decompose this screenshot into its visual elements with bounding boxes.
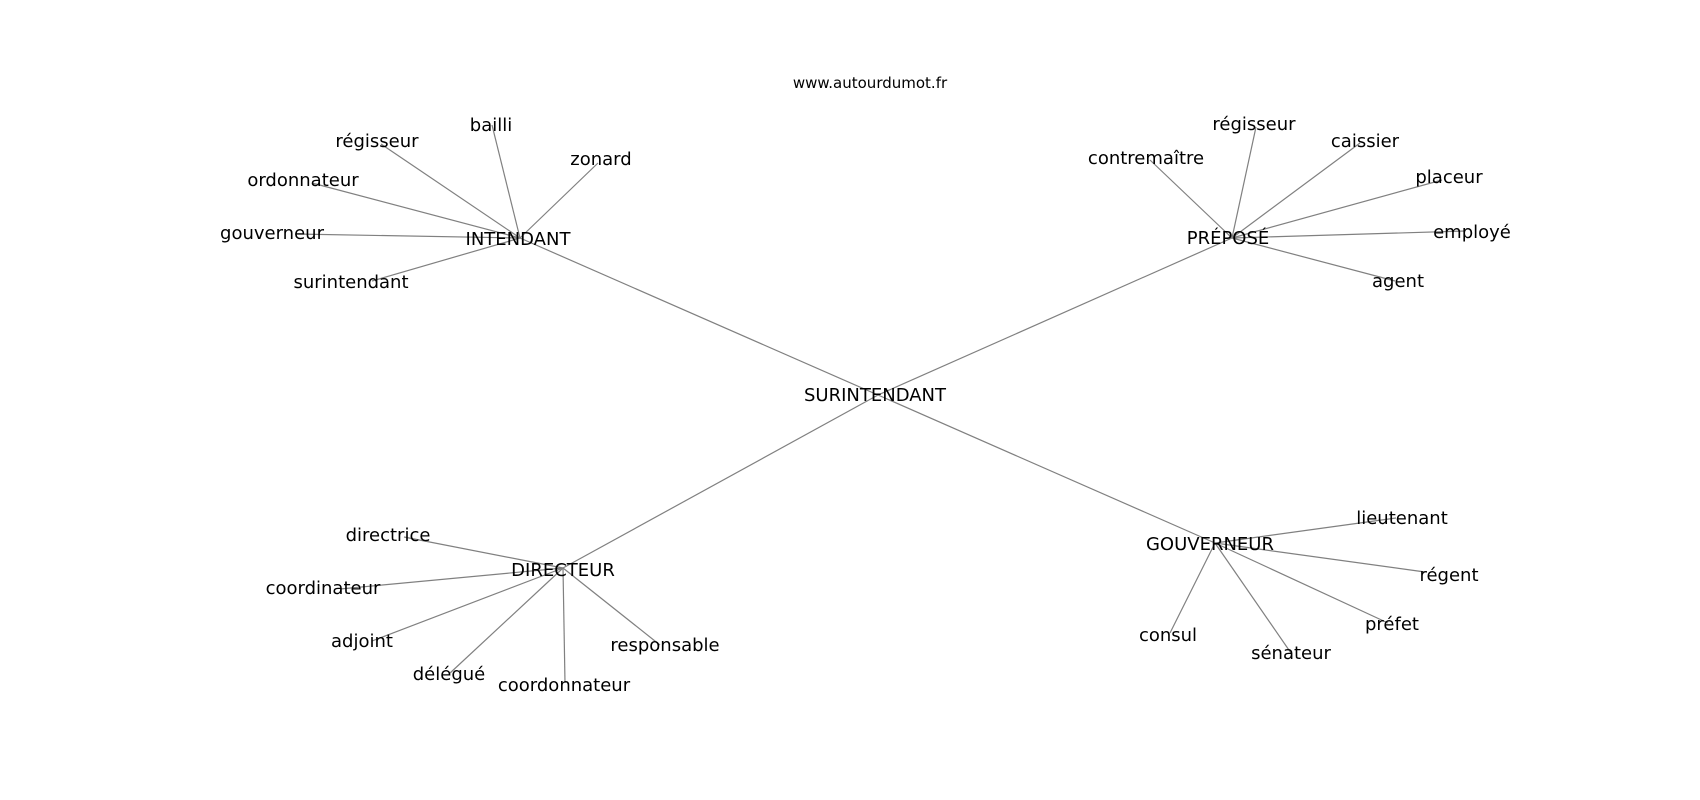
leaf-node: adjoint [331,631,393,652]
leaf-node: régisseur [1212,114,1296,135]
leaf-edge [1231,179,1443,239]
hub-edge [562,394,879,569]
leaf-edge [1214,542,1426,573]
leaf-node: bailli [470,115,512,136]
leaf-edge [519,162,599,239]
leaf-node: préfet [1365,614,1419,635]
hub-edge [519,237,879,396]
leaf-node: responsable [610,635,719,656]
source-label: www.autourdumot.fr [793,74,948,92]
leaf-node: consul [1139,625,1197,646]
leaf-edge [448,567,564,675]
leaf-edge [371,567,564,642]
leaf-node: zonard [570,149,631,170]
leaf-node: coordonnateur [498,675,631,696]
leaf-node: sénateur [1251,643,1331,664]
leaf-node: coordinateur [266,578,381,599]
leaf-node: lieutenant [1356,508,1448,529]
hub-node-intendant: INTENDANT [466,229,572,250]
hub-node-gouverneur: GOUVERNEUR [1146,534,1274,555]
leaf-edge [562,567,661,646]
leaf-node: surintendant [293,272,408,293]
leaf-node: délégué [413,664,485,685]
leaf-edge [1214,542,1292,654]
leaf-edge [1214,517,1397,544]
leaf-edge [491,124,521,239]
leaf-edge [1231,237,1396,282]
leaf-edge [1169,542,1216,634]
leaf-node: contremaître [1088,148,1204,169]
leaf-edge [294,233,521,239]
hub-edge [877,394,1216,544]
center-node: SURINTENDANT [804,385,947,406]
leaf-edge [403,536,564,569]
leaf-edge [1149,159,1233,239]
leaf-edge [371,237,521,282]
leaf-node: ordonnateur [247,170,359,191]
leaf-node: placeur [1415,167,1483,188]
leaf-edge [311,182,521,239]
leaf-edge [339,567,564,590]
leaf-node: agent [1372,271,1424,292]
leaf-edge [1231,230,1466,239]
leaf-node: gouverneur [220,223,325,244]
leaf-edge [1214,542,1389,624]
leaf-edge [1231,126,1257,239]
leaf-node: directrice [346,525,431,546]
hub-edge [877,237,1233,396]
leaf-node: employé [1433,222,1511,243]
leaf-edge [380,143,521,239]
leaf-node: régisseur [335,131,419,152]
leaf-node: régent [1419,565,1478,586]
leaf-node: caissier [1331,131,1400,152]
leaf-edge [1231,142,1361,239]
graph-edges [294,124,1466,684]
hub-node-prepose: PRÉPOSÉ [1187,227,1270,249]
hub-node-directeur: DIRECTEUR [511,560,615,581]
leaf-edge [562,567,566,684]
